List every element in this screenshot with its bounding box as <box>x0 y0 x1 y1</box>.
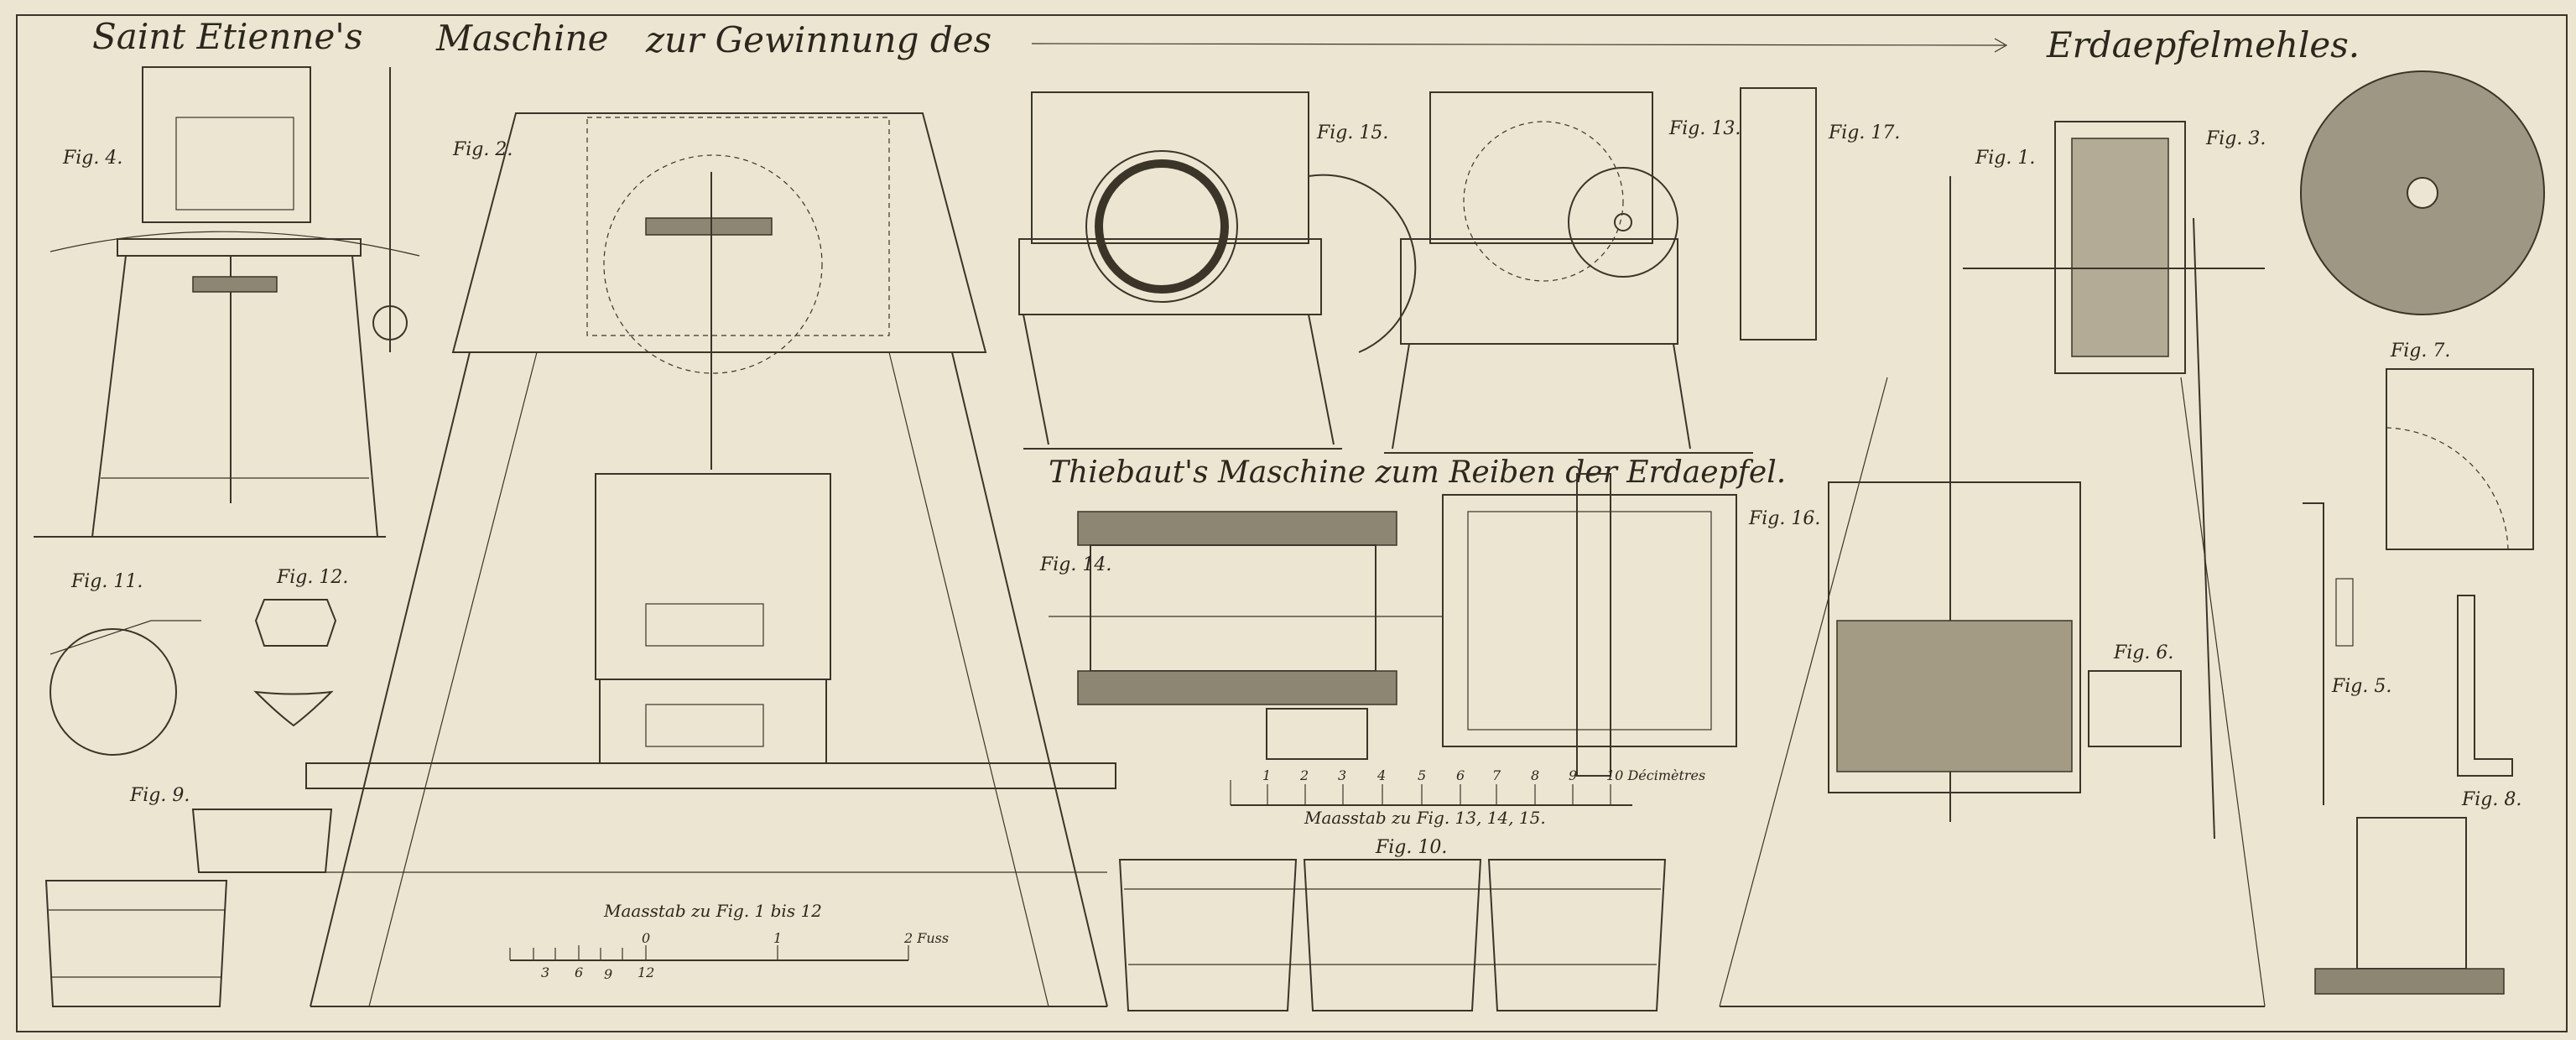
fuss-minor-12: 12 <box>637 965 654 980</box>
dm-tick-8: 8 <box>1531 767 1539 783</box>
dm-unit: 10 Décimètres <box>1606 767 1705 783</box>
fig9-label: Fig. 9. <box>129 785 190 806</box>
fig2-label: Fig. 2. <box>452 139 513 160</box>
fig3-label: Fig. 3. <box>2205 128 2266 149</box>
fig10-label: Fig. 10. <box>1375 837 1447 858</box>
dm-tick-9: 9 <box>1569 767 1577 783</box>
fig13-label: Fig. 13. <box>1668 118 1741 139</box>
dm-tick-6: 6 <box>1456 767 1465 783</box>
fuss-scale <box>509 945 909 961</box>
fuss-minor-3: 3 <box>541 965 549 980</box>
fig15-drawing <box>1018 91 1417 450</box>
fig5-drawing <box>2303 502 2354 805</box>
fig4-label: Fig. 4. <box>62 148 122 169</box>
fig11-drawing <box>49 620 201 756</box>
fig6-drawing <box>2088 670 2182 747</box>
fig5-label: Fig. 5. <box>2331 676 2391 697</box>
fig13-drawing <box>1384 91 1753 454</box>
fig1-drawing <box>1719 121 2266 1007</box>
fig16-drawing <box>1442 473 1737 777</box>
fig3-disc <box>2300 70 2545 315</box>
dm-tick-1: 1 <box>1262 767 1271 783</box>
fig4-drawing <box>34 66 420 538</box>
fig12-drawing <box>253 599 337 727</box>
fig6-label: Fig. 6. <box>2113 642 2173 663</box>
fig7-drawing <box>2386 368 2534 550</box>
fig11-label: Fig. 11. <box>70 571 143 592</box>
fig9-tubs <box>44 809 333 1007</box>
dm-tick-7: 7 <box>1492 767 1501 783</box>
fig14-drawing <box>1049 511 1443 760</box>
title-part4: Erdaepfelmehles. <box>2046 24 2360 65</box>
fig10-tubs <box>1118 859 1667 1011</box>
dm-tick-2: 2 <box>1299 767 1309 783</box>
fig14-label: Fig. 14. <box>1039 554 1111 575</box>
fig8-label: Fig. 8. <box>2461 789 2521 810</box>
fuss-major-1: 1 <box>773 930 782 946</box>
fig17-label: Fig. 17. <box>1828 122 1900 143</box>
subtitle: Thiebaut's Maschine zum Reiben der Erdae… <box>1049 455 1786 490</box>
dm-tick-4: 4 <box>1376 767 1386 783</box>
fig16-label: Fig. 16. <box>1748 508 1820 529</box>
title-part1: Saint Etienne's <box>92 16 362 57</box>
dm-caption: Maasstab zu Fig. 13, 14, 15. <box>1304 808 1546 828</box>
fuss-minor-6: 6 <box>575 965 583 980</box>
fig2-drawing <box>305 112 1116 1007</box>
fuss-minor-9: 9 <box>604 966 612 982</box>
fuss-major-2: 2 Fuss <box>903 930 949 946</box>
fig1-label: Fig. 1. <box>1975 148 2035 169</box>
title-part2: Maschine <box>435 18 609 59</box>
title-arrow-line <box>1031 43 2006 46</box>
fig12-label: Fig. 12. <box>276 567 348 588</box>
title-part3: zur Gewinnung des <box>645 19 991 60</box>
title-arrow-head <box>1994 38 2008 53</box>
fuss-caption: Maasstab zu Fig. 1 bis 12 <box>603 901 822 921</box>
dm-tick-5: 5 <box>1418 767 1426 783</box>
fig17-drawing <box>1740 87 1817 341</box>
fig15-label: Fig. 15. <box>1316 122 1388 143</box>
decimetre-scale <box>1230 780 1632 806</box>
plate-border <box>16 14 2568 1032</box>
fuss-major-0: 0 <box>642 930 650 946</box>
dm-tick-3: 3 <box>1338 767 1346 783</box>
fig8-drawing <box>2314 595 2513 995</box>
fig7-label: Fig. 7. <box>2390 341 2450 361</box>
